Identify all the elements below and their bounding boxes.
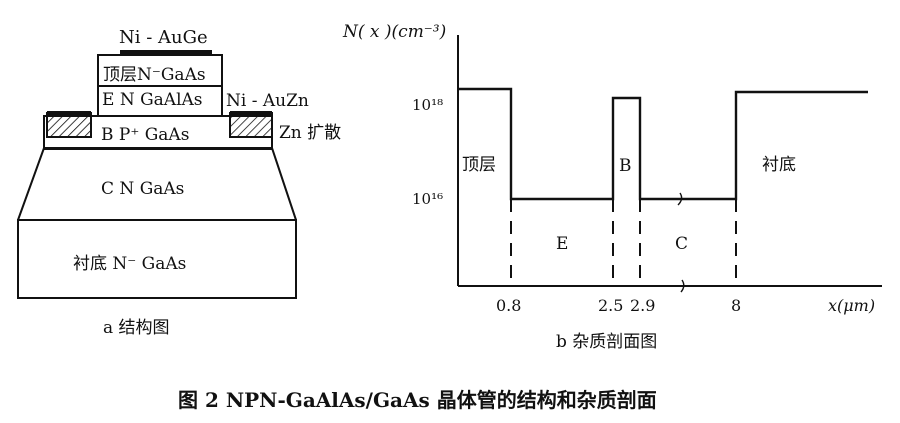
structure-diagram — [17, 50, 297, 299]
region-label-substrate: 衬底 — [762, 155, 796, 175]
x-tick-2-5: 2.5 — [598, 296, 624, 315]
y-axis-label: N( x )(cm⁻³) — [343, 22, 447, 42]
top-contact — [120, 50, 212, 55]
substrate-block — [17, 219, 297, 299]
label-zn-diffusion: Zn 扩散 — [279, 123, 342, 143]
x-tick-0-8: 0.8 — [496, 296, 522, 315]
label-top-layer: 顶层N⁻GaAs — [103, 65, 206, 85]
y-tick-1e16: 10¹⁶ — [412, 190, 444, 208]
profile-diagram — [457, 35, 882, 293]
label-collector-layer: C N GaAs — [101, 179, 185, 199]
zn-diffusion-right — [229, 112, 273, 138]
x-tick-8: 8 — [731, 296, 742, 315]
base-contact-left — [47, 111, 91, 116]
base-contact-right — [230, 111, 272, 116]
label-emitter-layer: E N GaAlAs — [102, 90, 203, 110]
label-contact-right: Ni - AuZn — [226, 91, 309, 111]
break-mark-axis — [680, 279, 685, 293]
region-label-emitter: E — [556, 234, 569, 254]
x-axis-label: x(μm) — [828, 296, 876, 315]
figure-caption: 图 2 NPN-GaAlAs/GaAs 晶体管的结构和杂质剖面 — [178, 388, 657, 412]
region-label-base: B — [619, 156, 632, 176]
label-contact-top: Ni - AuGe — [119, 27, 208, 48]
region-label-top: 顶层 — [462, 155, 496, 175]
break-mark-curve — [677, 192, 683, 206]
zn-diffusion-left — [46, 112, 92, 138]
y-tick-1e18: 10¹⁸ — [412, 96, 444, 114]
label-substrate-layer: 衬底 N⁻ GaAs — [73, 254, 187, 274]
drop-lines — [510, 199, 737, 286]
caption-structure: a 结构图 — [103, 318, 170, 338]
profile-curve — [458, 87, 868, 201]
region-label-collector: C — [675, 234, 689, 254]
label-base-layer: B P⁺ GaAs — [101, 125, 190, 145]
caption-profile: b 杂质剖面图 — [556, 332, 658, 352]
x-tick-2-9: 2.9 — [630, 296, 656, 315]
